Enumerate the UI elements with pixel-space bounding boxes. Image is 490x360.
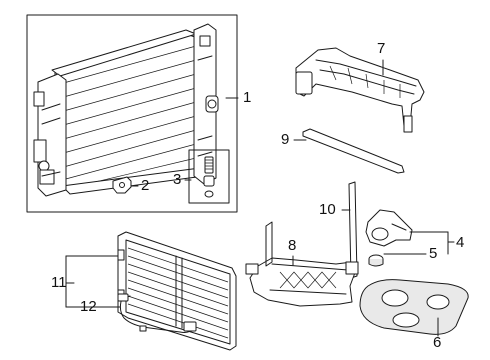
upper-baffle [295, 47, 425, 133]
part-3-pieces [203, 156, 215, 198]
radiator-group-box [26, 14, 238, 213]
callout-8: 8 [288, 237, 297, 254]
callout-1: 1 [243, 89, 252, 106]
callout-10: 10 [319, 201, 336, 218]
seal-strip [302, 128, 405, 174]
wire-harness [117, 293, 197, 333]
shutter-grille [117, 231, 237, 351]
callout-12: 12 [80, 298, 97, 315]
callout-6: 6 [433, 334, 442, 351]
vertical-seal [348, 181, 358, 279]
callout-4: 4 [456, 234, 465, 251]
grommet [368, 254, 384, 267]
bracket-part-2 [112, 176, 132, 194]
callout-7: 7 [377, 40, 386, 57]
leader-4-bracket [409, 231, 455, 255]
radiator [33, 23, 219, 197]
callout-2: 2 [141, 177, 150, 194]
callout-11: 11 [51, 274, 67, 291]
part-3-box [188, 149, 230, 204]
gasket-plate [359, 279, 469, 335]
callout-3: 3 [173, 171, 182, 188]
callout-5: 5 [429, 245, 438, 262]
lower-support [245, 221, 359, 307]
callout-9: 9 [281, 131, 290, 148]
mount-bracket [365, 209, 413, 247]
